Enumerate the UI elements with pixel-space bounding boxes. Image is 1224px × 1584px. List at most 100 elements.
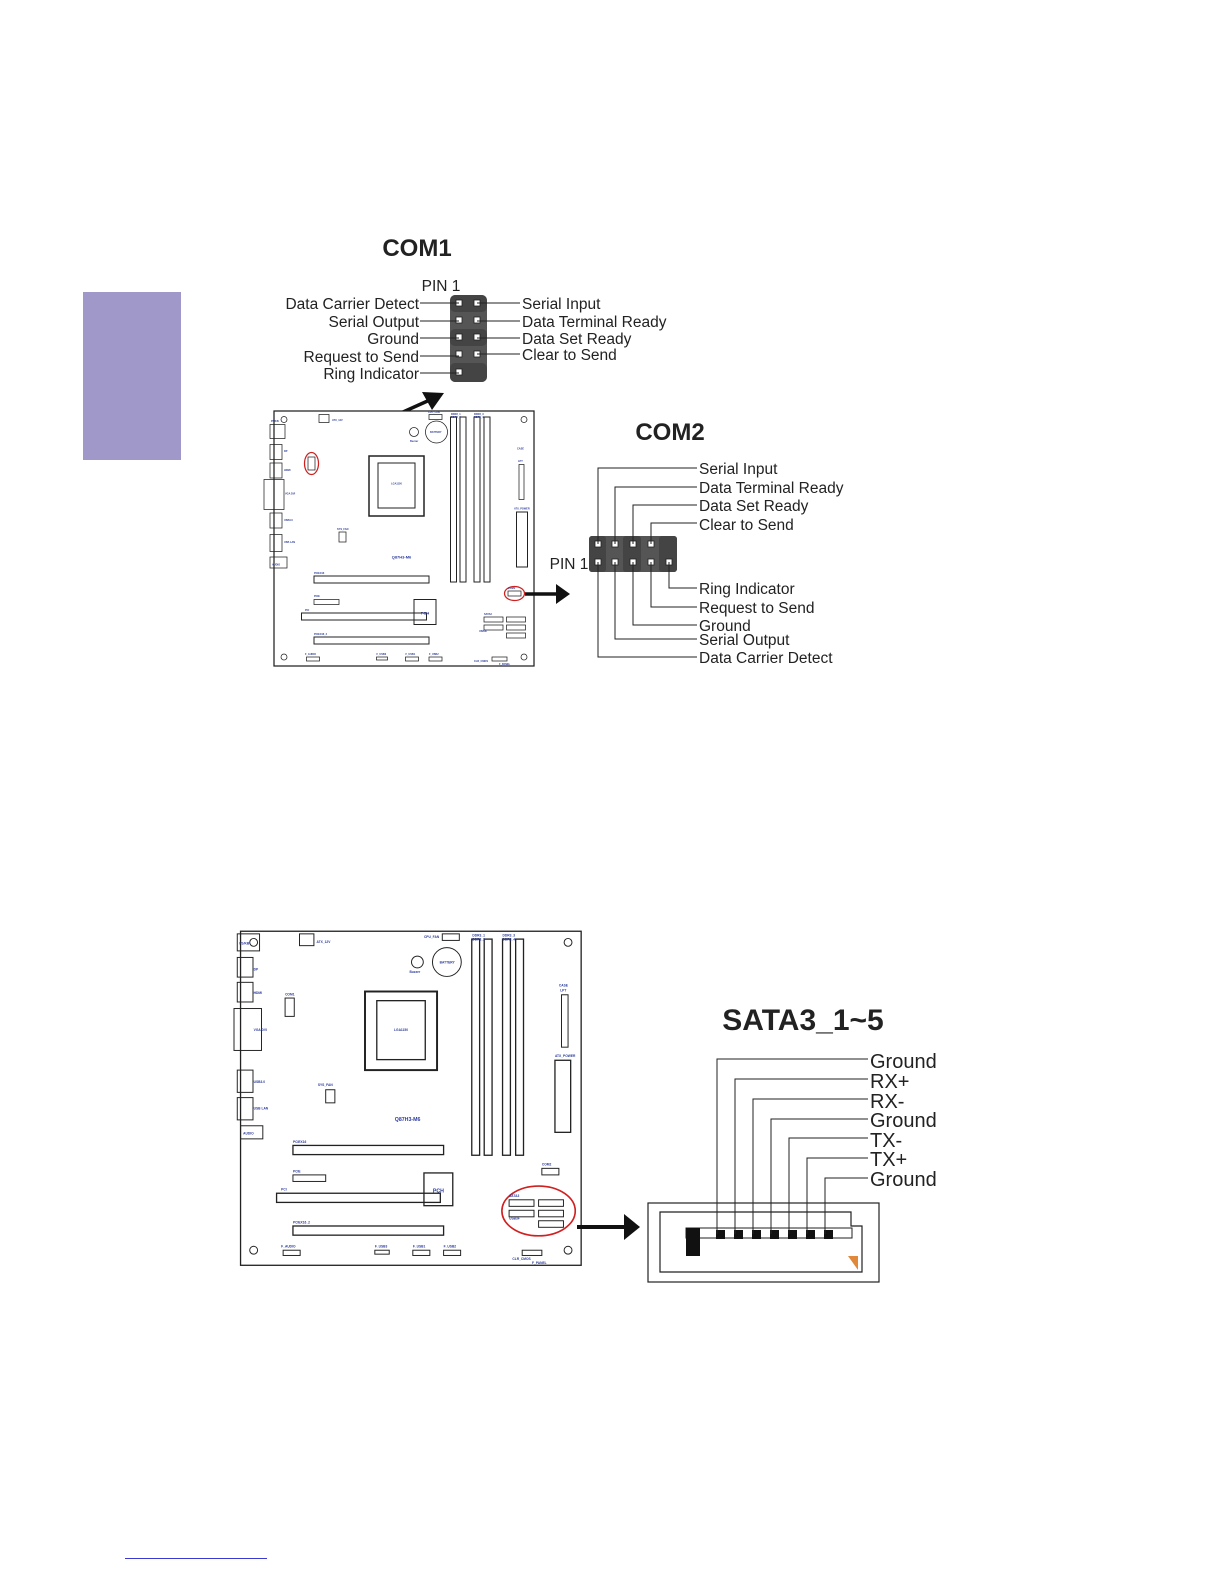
com2-pin1-label: PIN 1 [550,556,589,573]
board-component-label: Buzzer [410,970,421,974]
board-component-label: PCIE [314,595,320,598]
board-component-label: HDMI [254,991,262,995]
board-component-label: Buzzer [410,440,418,443]
board-component-label: DDR3_2 [451,416,461,419]
board-component-label: USB3F [479,630,488,633]
board-component-label: CPU_FAN [428,411,440,414]
com2-label-ri: Ring Indicator [699,581,795,598]
board-component-label: DDR3_1 [472,933,485,937]
board-component-label: VGA DVI [285,493,295,496]
board-component-label: F_USB1 [413,1245,426,1249]
board-component-label: PCIEX16_2 [314,633,328,636]
board-component-label: ATX_12V [332,419,343,422]
board-component-label: DDR3_1 [451,413,461,416]
board-component-label: ATX_POWER [514,508,530,511]
board-component-label: USB3F [509,1216,520,1220]
board1-chip: PCH [421,611,430,616]
sata-label-gnd3: Ground [870,1169,937,1191]
board-component-label: PCIEX16 [314,572,325,575]
board-component-label: DDR3_3 [503,933,516,937]
sata-label-rxp: RX+ [870,1071,909,1093]
com1-label-cts: Clear to Send [522,347,617,364]
board-component-label: SATA3 [484,613,492,616]
com2-arrow [525,584,570,604]
board-component-label: DP [254,968,259,972]
com1-pin1-label: PIN 1 [422,278,461,295]
board-component-label: CPU_FAN [424,935,440,939]
board2-chip: PCH [433,1189,444,1195]
board-component-label: PCI [305,609,309,612]
com2-label-rts: Request to Send [699,600,814,617]
board-component-label: F_USB3 [377,653,387,656]
board-component-label: LPT [518,460,523,463]
com2-label-dtr: Data Terminal Ready [699,480,844,497]
board-component-label: DDR3_3 [474,413,484,416]
board-component-label: ATX_12V [317,940,332,944]
com1-label-dsr: Data Set Ready [522,331,632,348]
board-component-label: F_AUDIO [305,653,316,656]
sata-arrow [577,1214,640,1240]
motherboard-2: Q87H3-M6 PCH LGA1150 PS/KB DP HDMI VGA DVI U… [233,930,582,1266]
board-component-label: F_PANEL [532,1261,547,1265]
board-component-label: COM1 [285,992,295,996]
board-component-label: F_USB2 [444,1245,457,1249]
board-component-label: PS/KB [239,941,250,945]
board-component-label: SYS_FAN [318,1083,334,1087]
board-component-label: SATA3 [509,1194,519,1198]
board-component-label: BATTERY [440,960,456,964]
com1-label-dcd: Data Carrier Detect [285,296,419,313]
board-component-label: COM2 [508,587,516,590]
board-component-label: F_USB1 [406,653,416,656]
com2-label-si: Serial Input [699,461,778,478]
chapter-side-tab [83,292,181,460]
board-component-label: LPT [560,989,566,993]
com1-label-so: Serial Output [329,314,420,331]
board-component-label: F_PANEL [499,663,511,666]
com1-title: COM1 [382,235,451,262]
board-component-label: PCIEX16_2 [293,1220,310,1224]
board-component-label: F_USB2 [429,653,439,656]
com1-label-gnd: Ground [367,331,419,348]
com2-label-cts: Clear to Send [699,517,794,534]
com2-label-gnd: Ground [699,618,751,635]
board-component-label: SYS_FAN [337,528,349,531]
com1-label-dtr: Data Terminal Ready [522,314,667,331]
com1-label-ri: Ring Indicator [323,366,419,383]
board-component-label: PCIE [293,1169,301,1173]
board-component-label: ATX_POWER [555,1054,576,1058]
footer-rule [125,1558,267,1559]
sata-label-txp: TX+ [870,1149,907,1171]
board-component-label: CASE [559,983,569,987]
board-component-label: CASE [517,448,524,451]
board-component-label: COM2 [542,1163,552,1167]
board-component-label: DDR3_4 [474,416,484,419]
com1-label-rts: Request to Send [304,349,419,366]
board2-socket: LGA1150 [394,1028,408,1032]
board-component-label: USB3.0 [254,1080,266,1084]
board-component-label: USB LAN [284,541,295,544]
com2-title: COM2 [635,419,704,446]
sata-title: SATA3_1~5 [722,1004,883,1037]
com2-label-dcd: Data Carrier Detect [699,650,833,667]
board2-model: Q87H3-M6 [395,1117,421,1123]
com2-label-so: Serial Output [699,632,790,649]
board-component-label: USB3.0 [284,519,293,522]
board-component-label: CLR_CMOS [474,660,488,663]
sata-label-txn: TX- [870,1130,902,1152]
board-component-label: DDR3_2 [472,937,485,941]
board-component-label: BATTERY [430,431,442,434]
board-component-label: DP [284,450,288,453]
board-component-label: CLR_CMOS [512,1257,531,1261]
com1-header-block [450,295,487,382]
sata-label-gnd2: Ground [870,1110,937,1132]
board-component-label: F_USB3 [375,1245,388,1249]
board-component-label: USB LAN [254,1106,269,1110]
com1-label-si: Serial Input [522,296,601,313]
board1-model: Q87H3-M6 [392,555,412,560]
board-component-label: PCI [281,1188,287,1192]
board-component-label: F_AUDIO [281,1245,296,1249]
sata-label-rxn: RX- [870,1091,904,1113]
board-component-label: VGA DVI [254,1028,267,1032]
